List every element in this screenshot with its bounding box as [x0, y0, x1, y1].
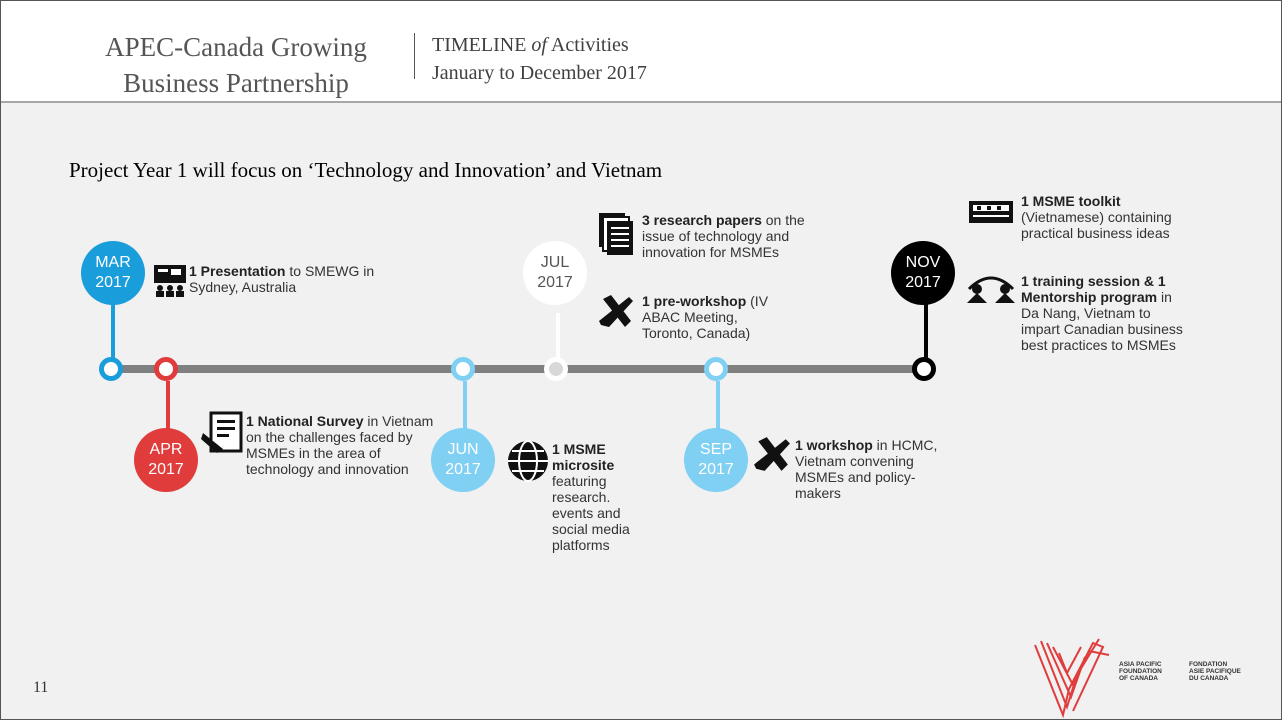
jul-description-1: 3 research papers on the issue of techno… — [642, 212, 805, 260]
mar-year: 2017 — [95, 274, 131, 291]
apr-year: 2017 — [148, 461, 184, 478]
header-divider — [414, 33, 415, 79]
logo-text-fr: FONDATION ASIE PACIFIQUE DU CANADA — [1189, 661, 1241, 682]
sep-node — [704, 357, 728, 381]
mentorship-icon — [967, 276, 1015, 303]
slide-subtitle: Project Year 1 will focus on ‘Technology… — [69, 158, 663, 182]
tools-icon — [754, 437, 790, 471]
brand-line-2: Business Partnership — [123, 68, 349, 98]
nov-description-2: 1 training session & 1 Mentorship progra… — [1021, 273, 1183, 353]
sep-month: SEP — [699, 441, 732, 458]
survey-icon — [201, 411, 243, 453]
nov-stem — [924, 297, 928, 359]
jul-node — [544, 357, 568, 381]
timeline-title: TIMELINE of Activities January to Decemb… — [432, 31, 647, 87]
jun-badge: JUN 2017 — [431, 428, 495, 492]
nov-node — [912, 357, 936, 381]
header: APEC-Canada Growing Business Partnership… — [1, 1, 1281, 101]
nov-badge: NOV 2017 — [891, 241, 955, 305]
jun-month: JUN — [447, 441, 479, 458]
tools-icon — [599, 295, 633, 327]
mar-badge: MAR 2017 — [81, 241, 145, 305]
brand-title: APEC-Canada Growing Business Partnership — [71, 29, 401, 101]
nov-year: 2017 — [905, 274, 941, 291]
sep-year: 2017 — [698, 461, 734, 478]
sep-stem — [716, 381, 720, 431]
apr-month: APR — [149, 441, 183, 458]
mar-stem — [111, 297, 115, 359]
jul-year: 2017 — [537, 274, 573, 291]
mar-node — [99, 357, 123, 381]
sep-badge: SEP 2017 — [684, 428, 748, 492]
mar-month: MAR — [95, 254, 131, 271]
logo-text-en: ASIA PACIFIC FOUNDATION OF CANADA — [1119, 661, 1162, 682]
nov-month: NOV — [905, 254, 941, 271]
mar-description: 1 Presentation to SMEWG in Sydney, Austr… — [189, 263, 375, 295]
nov-description-1: 1 MSME toolkit (Vietnamese) containing p… — [1021, 193, 1172, 241]
timeline-track — [111, 365, 926, 373]
page-number: 11 — [33, 679, 49, 696]
jul-badge: JUL 2017 — [523, 241, 587, 305]
header-rule — [1, 101, 1281, 103]
jun-node — [451, 357, 475, 381]
jun-stem — [463, 381, 467, 431]
documents-icon — [599, 213, 633, 255]
date-range: January to December 2017 — [432, 62, 647, 84]
brand-line-1: APEC-Canada Growing — [105, 32, 367, 62]
jul-month: JUL — [540, 254, 570, 271]
apr-stem — [166, 381, 170, 431]
globe-icon — [508, 440, 548, 482]
apr-description: 1 National Survey in Vietnam on the chal… — [246, 413, 434, 477]
jun-description: 1 MSME microsite featuring research. eve… — [552, 441, 630, 553]
apr-node — [154, 357, 178, 381]
toolkit-icon — [969, 201, 1013, 223]
sep-description: 1 workshop in HCMC, Vietnam convening MS… — [795, 437, 938, 501]
jul-description-2: 1 pre-workshop (IV ABAC Meeting, Toronto… — [642, 293, 769, 341]
timeline-heading: TIMELINE of Activities — [432, 34, 629, 56]
presentation-icon — [154, 265, 186, 297]
jul-stem — [556, 313, 560, 359]
apr-badge: APR 2017 — [134, 428, 198, 492]
jun-year: 2017 — [445, 461, 481, 478]
apf-logo — [1034, 638, 1110, 719]
